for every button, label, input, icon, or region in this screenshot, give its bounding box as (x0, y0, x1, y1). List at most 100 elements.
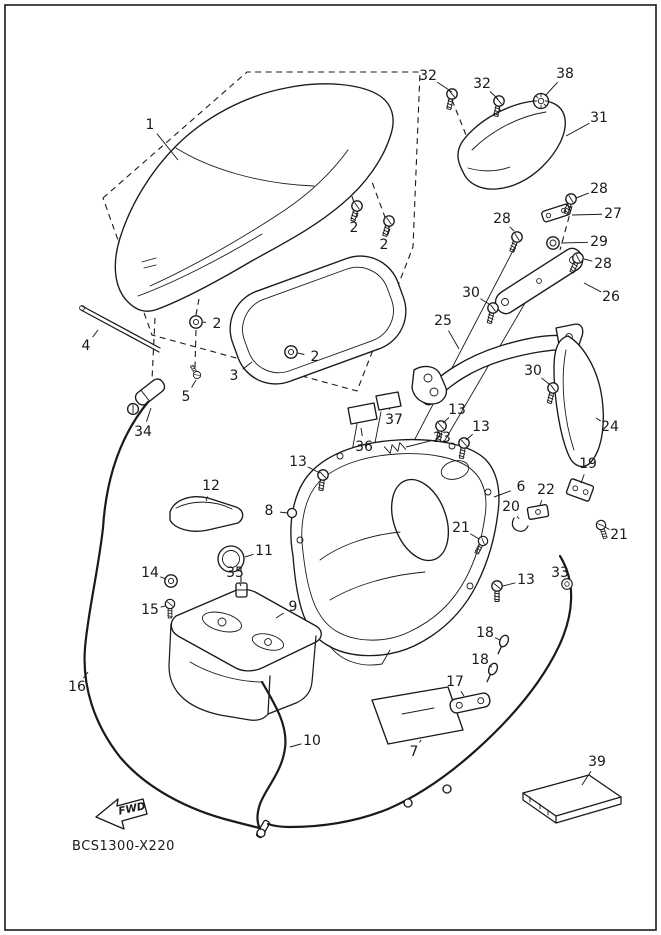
fuel-tank (168, 588, 322, 721)
callout-leader-1 (156, 133, 179, 161)
damper-23 (383, 442, 407, 454)
callout-leader-32 (436, 81, 453, 93)
callout-leader-32 (489, 91, 499, 100)
part-callout-6: 6 (517, 479, 526, 495)
part-callout-4: 4 (82, 338, 91, 354)
callout-leader-21 (604, 526, 610, 530)
callout-leader-25 (448, 330, 460, 350)
screw-28-b (506, 229, 525, 255)
callout-leader-36 (360, 427, 363, 437)
callout-leader-28 (575, 192, 589, 199)
callout-leader-21 (470, 533, 480, 540)
callout-leader-30 (480, 298, 490, 305)
callout-leader-6 (493, 490, 511, 498)
part-callout-34: 34 (134, 424, 152, 440)
callout-leader-19 (580, 474, 585, 484)
fwd-arrow: FWD (95, 798, 148, 830)
bracket-22 (526, 503, 550, 521)
clip-35 (235, 582, 248, 598)
hinge-rod (79, 305, 161, 353)
part-callout-28: 28 (594, 256, 612, 272)
callout-leader-18 (494, 637, 501, 641)
part-callout-28: 28 (590, 181, 608, 197)
callout-leader-39 (581, 770, 592, 786)
callout-leader-24 (595, 417, 602, 422)
part-callout-3: 3 (230, 368, 239, 384)
cable-10 (256, 680, 287, 833)
part-callout-31: 31 (590, 110, 608, 126)
callout-leader-12 (205, 496, 208, 502)
part-callout-25: 25 (434, 313, 452, 329)
callout-leader-13 (307, 466, 321, 474)
part-callout-32: 32 (473, 76, 491, 92)
part-callout-2: 2 (350, 220, 359, 236)
grommet-14 (164, 574, 178, 588)
part-callout-26: 26 (602, 289, 620, 305)
part-callout-18: 18 (471, 652, 489, 668)
page-border (4, 4, 657, 931)
cables (83, 400, 573, 839)
part-callout-21: 21 (610, 527, 628, 543)
part-callout-18: 18 (476, 625, 494, 641)
callout-leader-13 (502, 582, 516, 587)
part-callout-10: 10 (303, 733, 321, 749)
part-callout-5: 5 (182, 389, 191, 405)
callout-leader-5 (191, 379, 197, 388)
box-dome (390, 478, 450, 562)
part-callout-30: 30 (524, 363, 542, 379)
part-callout-22: 22 (537, 482, 555, 498)
callout-leader-20 (516, 515, 520, 520)
grommet-2-a (189, 315, 203, 329)
pad-37 (375, 391, 402, 411)
bracket-19 (565, 478, 595, 502)
callout-leader-9 (275, 612, 285, 619)
callout-leader-15 (160, 605, 166, 608)
callout-leader-31 (565, 122, 590, 137)
stay-bracket (494, 247, 584, 315)
callout-leader-14 (160, 576, 167, 580)
filler-ring (217, 545, 245, 573)
callout-leader-26 (583, 282, 602, 293)
screw-13-d (491, 580, 503, 603)
callout-leader-13 (465, 433, 473, 441)
part-callout-36: 36 (355, 439, 373, 455)
part-callout-13: 13 (448, 402, 466, 418)
screw-30-a (483, 301, 500, 325)
callout-leader-34 (146, 407, 152, 422)
hook-18-upper (497, 634, 510, 655)
callout-leader-38 (544, 81, 558, 97)
part-callout-17: 17 (446, 674, 464, 690)
part-callout-7: 7 (410, 744, 419, 760)
part-callout-29: 29 (590, 234, 608, 250)
part-callout-19: 19 (579, 456, 597, 472)
part-callout-1: 1 (146, 117, 155, 133)
callout-leader-17 (460, 690, 465, 697)
part-callout-9: 9 (289, 599, 298, 615)
callout-leader-27 (571, 213, 603, 216)
callout-leader-10 (289, 743, 302, 748)
fwd-label: FWD (117, 800, 147, 818)
seat (114, 83, 394, 312)
part-callout-16: 16 (68, 679, 86, 695)
rear-cable (266, 554, 573, 829)
callout-leader-23 (405, 440, 432, 448)
part-callout-8: 8 (265, 503, 274, 519)
callout-leader-28 (583, 258, 593, 262)
callout-leader-8 (279, 511, 289, 514)
screw-15 (164, 598, 176, 619)
callout-leader-11 (244, 553, 254, 558)
latch-recess (440, 460, 470, 480)
part-callout-13: 13 (289, 454, 307, 470)
screw-21-b (594, 518, 611, 541)
owners-manual (522, 774, 622, 824)
diagram-code: BCS1300-X220 (72, 839, 175, 854)
callout-leader-3 (242, 361, 253, 370)
part-callout-38: 38 (556, 66, 574, 82)
pad-36 (347, 402, 378, 425)
ball-8 (286, 507, 298, 519)
seat-boundary-box (102, 71, 421, 392)
seat-gasket (229, 255, 407, 385)
part-callout-28: 28 (493, 211, 511, 227)
part-callout-20: 20 (502, 499, 520, 515)
